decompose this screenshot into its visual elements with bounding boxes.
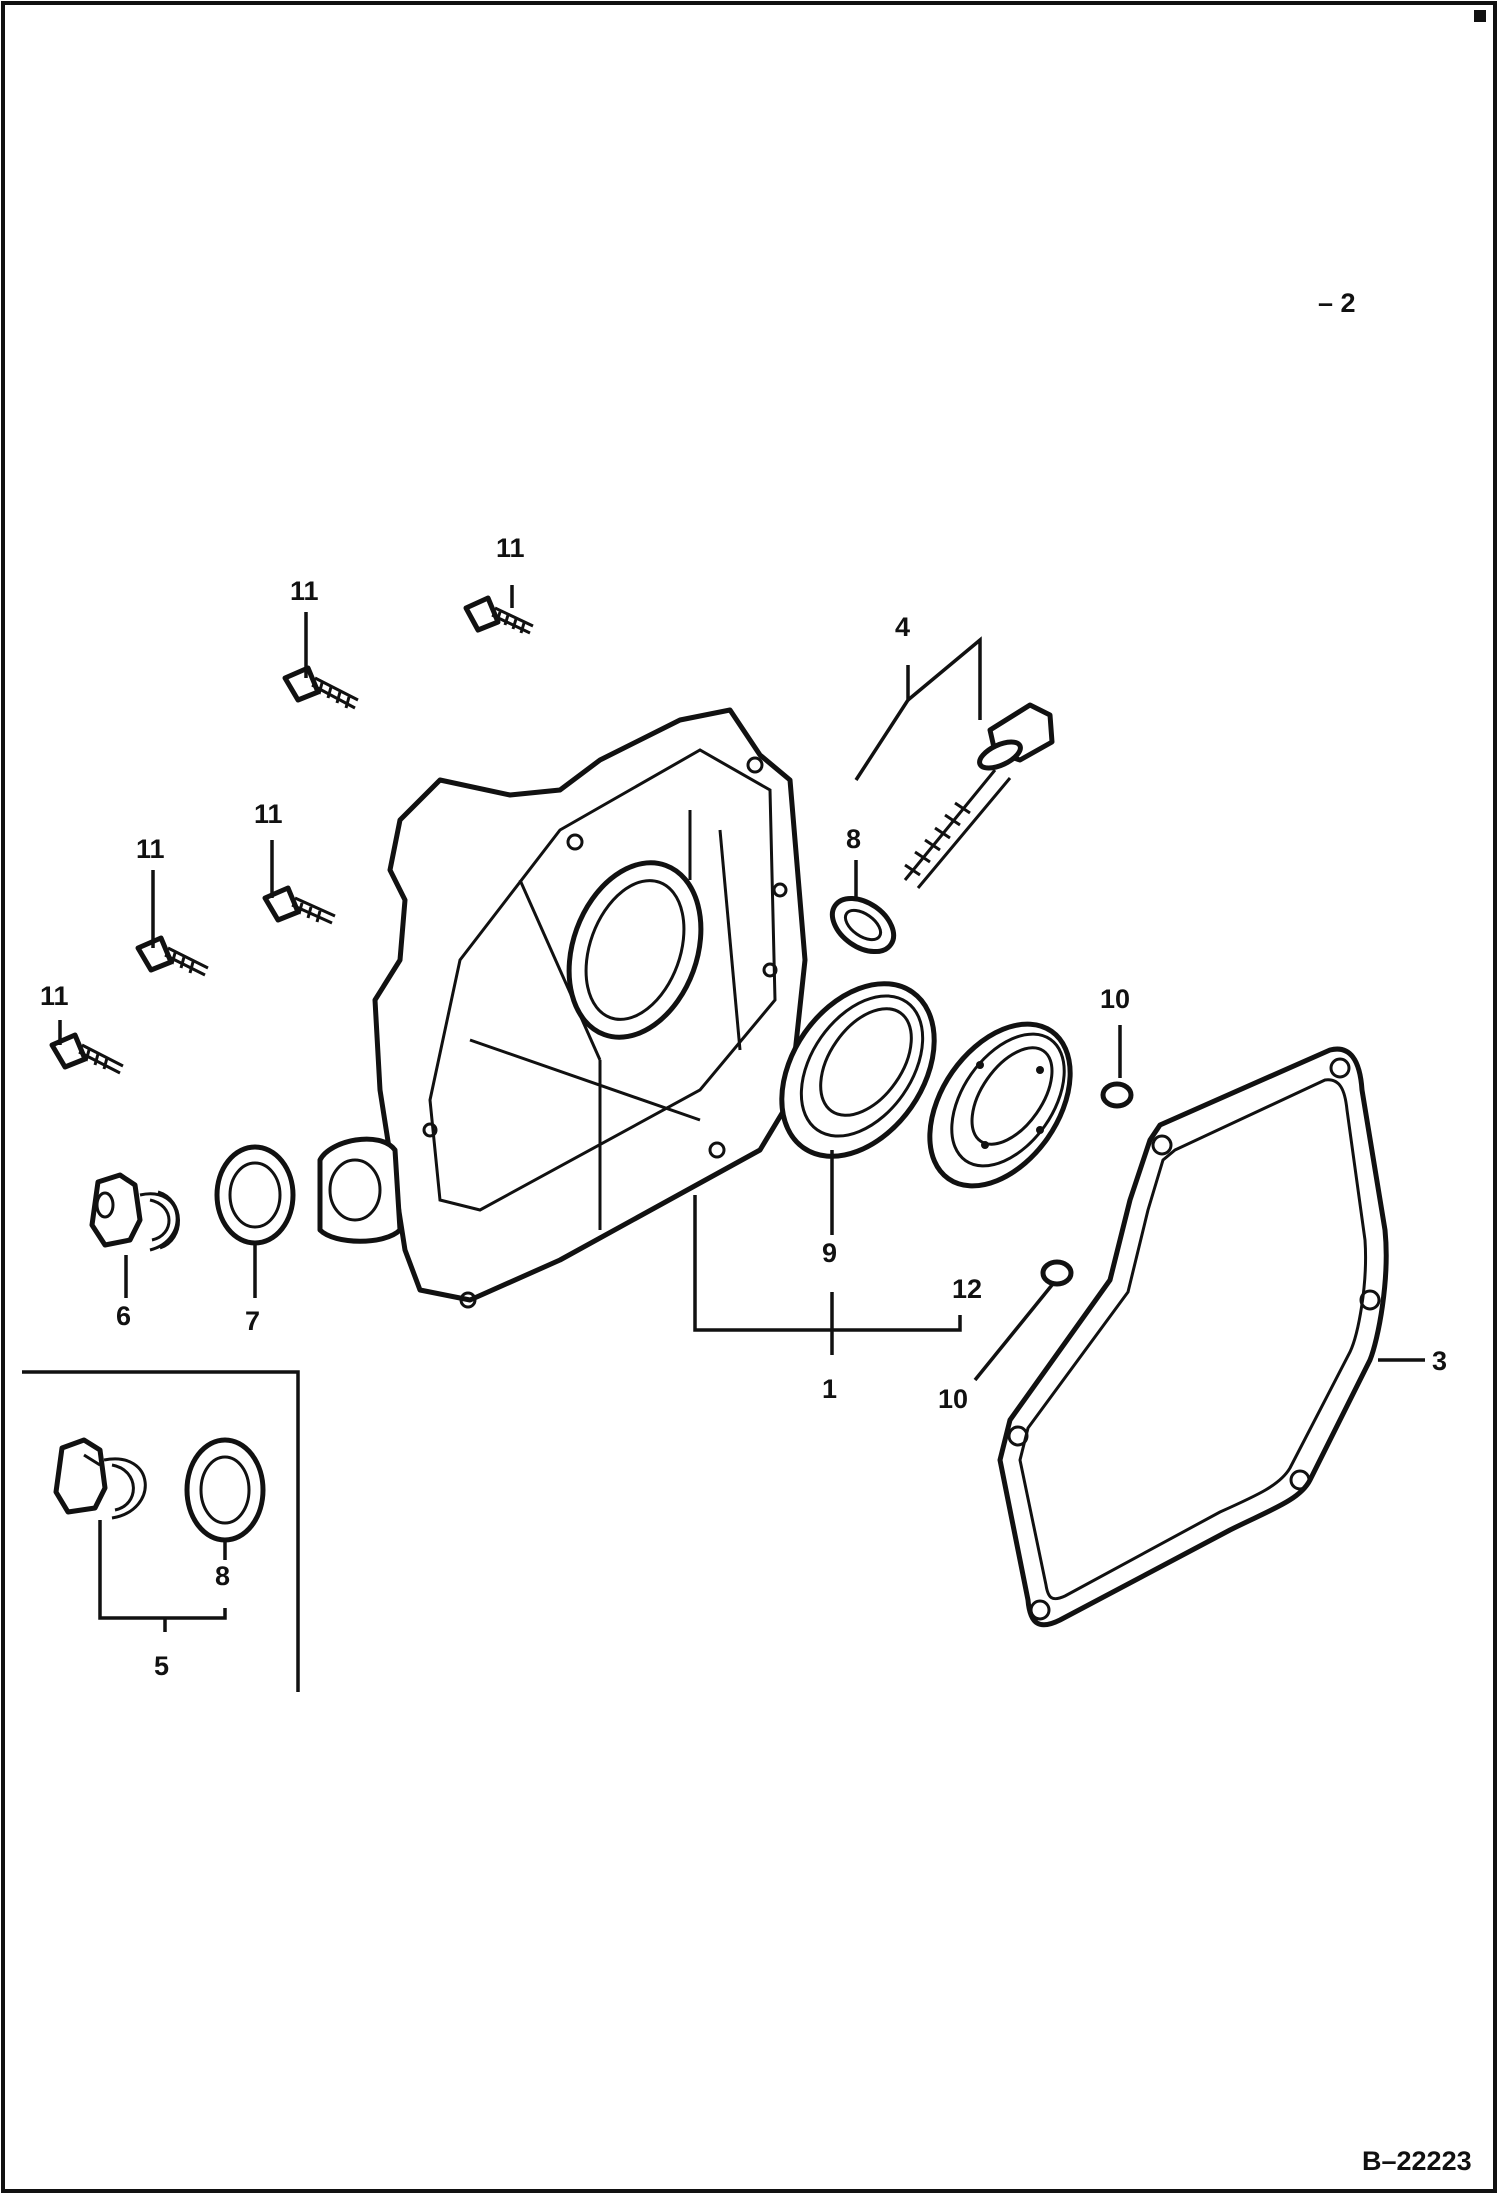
callout-7: 7 [245, 1306, 260, 1336]
leader-line [693, 1195, 962, 1332]
callout-9: 9 [822, 1238, 837, 1268]
callout-10: 10 [1100, 984, 1130, 1014]
sealing-washer-inset [184, 1437, 266, 1543]
callout-1: 1 [822, 1374, 837, 1404]
leader-line [854, 665, 910, 781]
flange-bolt [135, 870, 209, 977]
reference-marker: – 2 [1318, 288, 1356, 318]
flange-bolt [282, 612, 359, 710]
callout-11: 11 [136, 834, 165, 864]
corner-marker [1474, 10, 1486, 22]
dipstick-oil-filler-cap [903, 702, 1055, 889]
dowel-pin [1040, 1259, 1074, 1287]
crankcase-cover [317, 707, 808, 1309]
sealing-washer [214, 1144, 296, 1246]
callout-4: 4 [895, 612, 910, 642]
inset-frame [22, 1370, 300, 1692]
flange-bolt [49, 1020, 124, 1075]
drain-plug-inset [53, 1437, 147, 1520]
dowel-pin [1100, 1081, 1134, 1109]
callout-11: 11 [254, 799, 283, 829]
leader-line [906, 636, 982, 720]
callout-6: 6 [116, 1301, 131, 1331]
drawing-id: B–22223 [1362, 2146, 1472, 2176]
ball-bearing [927, 1021, 1073, 1189]
leader-line [98, 1520, 227, 1620]
callout-11: 11 [40, 981, 69, 1011]
leader-line [973, 1283, 1054, 1382]
callout-11: 11 [290, 576, 319, 606]
callout-10: 10 [938, 1384, 968, 1414]
callout-3: 3 [1432, 1346, 1447, 1376]
crankcase-gasket [997, 1046, 1389, 1628]
oil-seal [779, 981, 937, 1159]
callout-11: 11 [496, 533, 525, 563]
flange-bolt [463, 585, 534, 635]
o-ring-seal [829, 895, 897, 955]
callout-5: 5 [154, 1651, 169, 1681]
callout-8: 8 [215, 1561, 230, 1591]
drain-plug [89, 1172, 180, 1252]
flange-bolt [262, 840, 336, 925]
callout-12: 12 [952, 1274, 982, 1304]
callout-8: 8 [846, 824, 861, 854]
